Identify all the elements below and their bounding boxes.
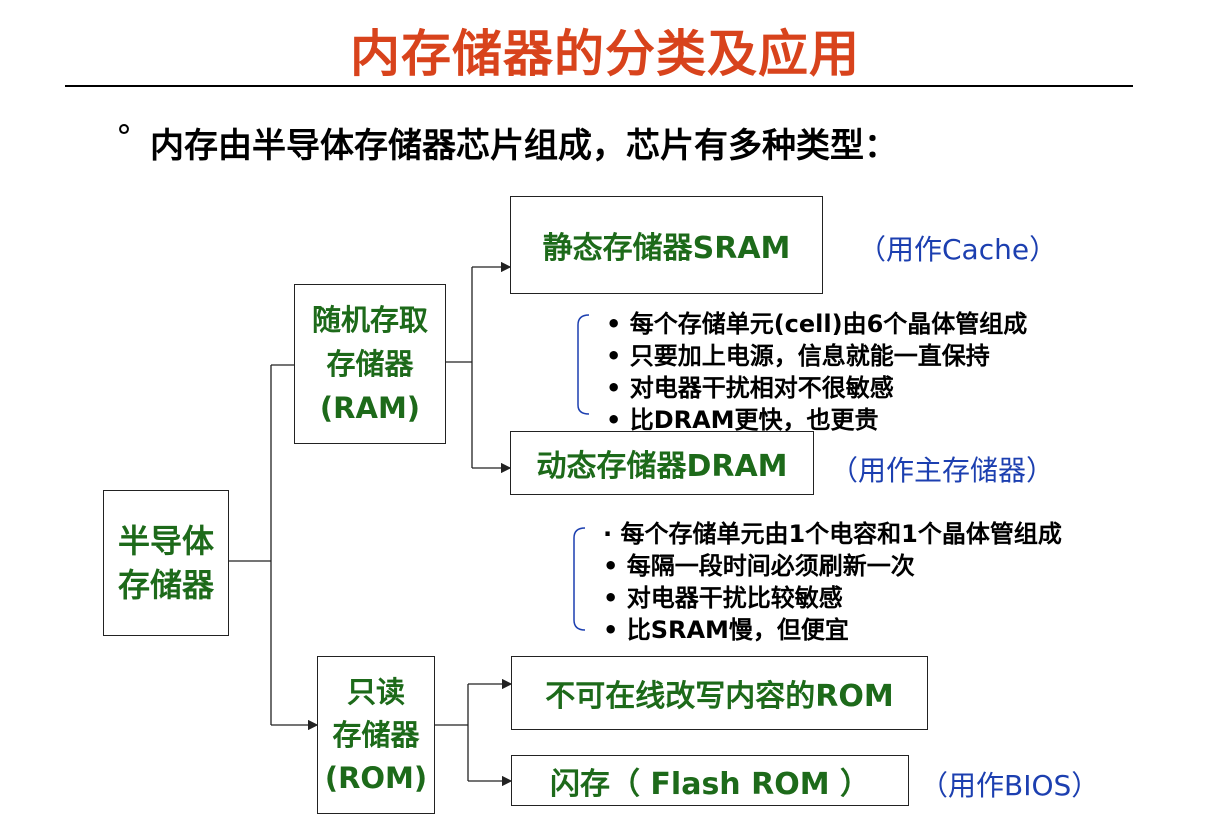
ram-label-line3: (RAM) <box>319 391 421 425</box>
page-title: 内存储器的分类及应用 <box>350 25 860 83</box>
dram-usage-note: （用作主存储器） <box>830 454 1055 487</box>
subtitle-bullet: ° <box>116 118 132 156</box>
semiconductor-label-line1: 半导体 <box>117 522 214 560</box>
flash-label: 闪存（ Flash ROM ） <box>549 766 871 802</box>
sram-feature-2: • 只要加上电源，信息就能一直保持 <box>606 342 990 370</box>
rom-label-line3: (ROM) <box>324 760 428 795</box>
semiconductor-memory-box: 半导体 存储器 <box>103 490 229 636</box>
flash-usage-note: （用作BIOS） <box>920 769 1100 802</box>
sram-box: 静态存储器SRAM <box>510 196 823 294</box>
rom-label-line1: 只读 <box>346 674 405 709</box>
rom-fixed-box: 不可在线改写内容的ROM <box>511 656 928 730</box>
sram-feature-4: • 比DRAM更快，也更贵 <box>606 406 879 434</box>
rom-fixed-label: 不可在线改写内容的ROM <box>545 679 894 714</box>
semiconductor-label-line2: 存储器 <box>117 566 214 604</box>
dram-feature-2: • 每隔一段时间必须刷新一次 <box>603 552 915 580</box>
title-divider <box>65 85 1133 87</box>
ram-box: 随机存取 存储器 (RAM) <box>294 284 446 444</box>
sram-usage-note: （用作Cache） <box>858 233 1058 266</box>
dram-feature-4: • 比SRAM慢，但便宜 <box>603 616 849 644</box>
dram-box: 动态存储器DRAM <box>510 431 814 495</box>
dram-feature-3: • 对电器干扰比较敏感 <box>603 584 843 612</box>
rom-box: 只读 存储器 (ROM) <box>317 656 435 814</box>
sram-feature-3: • 对电器干扰相对不很敏感 <box>606 374 894 402</box>
ram-label-line2: 存储器 <box>326 347 414 381</box>
ram-label-line1: 随机存取 <box>311 303 428 337</box>
dram-feature-1: · 每个存储单元由1个电容和1个晶体管组成 <box>603 520 1062 548</box>
sram-label: 静态存储器SRAM <box>542 231 791 266</box>
dram-label: 动态存储器DRAM <box>536 449 788 484</box>
sram-feature-1: • 每个存储单元(cell)由6个晶体管组成 <box>606 310 1028 338</box>
subtitle: 内存由半导体存储器芯片组成，芯片有多种类型： <box>150 126 898 166</box>
flash-box: 闪存（ Flash ROM ） <box>511 755 909 806</box>
rom-label-line2: 存储器 <box>332 717 420 752</box>
